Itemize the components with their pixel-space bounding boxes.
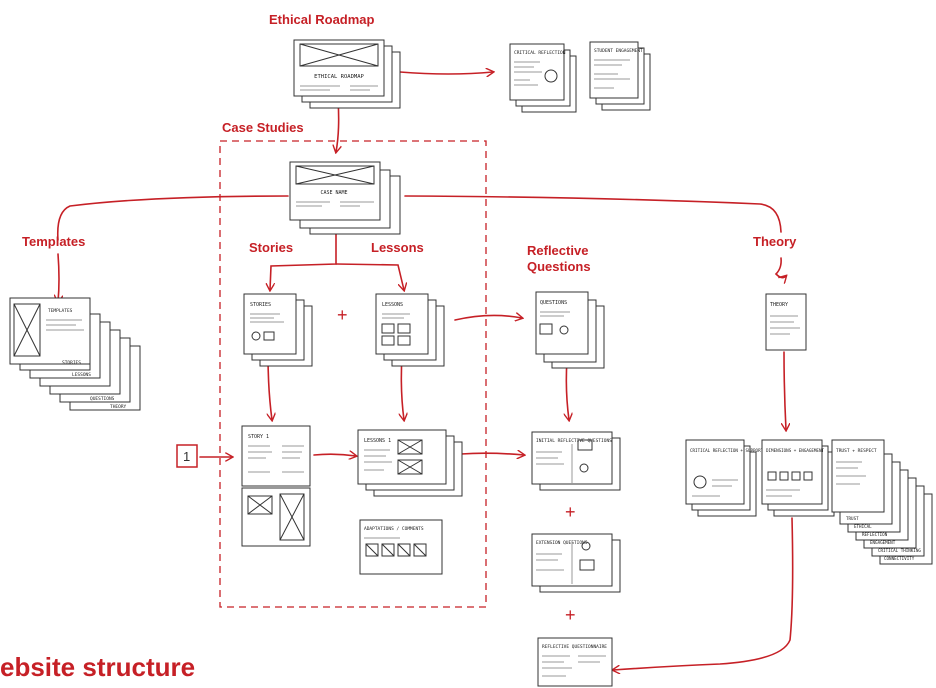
story-detail-text: STORY 1 xyxy=(248,434,269,440)
templates-tab-2: STORIES xyxy=(62,360,81,366)
ethical-roadmap-label: Ethical Roadmap xyxy=(269,12,374,28)
questions-down-arrow xyxy=(566,360,569,420)
case-studies-label: Case Studies xyxy=(222,120,304,136)
case-cover-text: CASE NAME xyxy=(320,190,347,196)
theory-card-2-stack: DIMENSIONS + ENGAGEMENT xyxy=(762,440,834,516)
templates-tab-4: QUESTIONS xyxy=(90,396,115,402)
roadmap-to-reflection-arrow xyxy=(400,72,493,74)
theory-to-questionnaire-connector xyxy=(613,518,793,670)
theory-label-hook xyxy=(776,258,786,278)
page-heading: ebsite structure xyxy=(0,652,195,683)
theory-card-2-text: DIMENSIONS + ENGAGEMENT xyxy=(766,448,824,453)
questions-stack-text: QUESTIONS xyxy=(540,300,567,306)
extension-questions-text: EXTENSION QUESTIONS xyxy=(536,540,588,546)
templates-tab-3: LESSONS xyxy=(72,372,91,378)
lessons-label: Lessons xyxy=(371,240,424,256)
student-engagement-text: STUDENT ENGAGEMENT xyxy=(594,48,643,54)
theory-tab-3: REFLECTION xyxy=(862,532,888,537)
stories-stack-text: STORIES xyxy=(250,302,271,308)
theory-stack-text: THEORY xyxy=(770,302,788,308)
case-cover-stack: CASE NAME xyxy=(290,162,400,234)
templates-stack: TEMPLATES STORIES LESSONS QUESTIONS THEO… xyxy=(10,298,140,410)
reflection-stack: CRITICAL REFLECTION xyxy=(510,44,576,112)
extension-questions-stack: EXTENSION QUESTIONS xyxy=(532,534,620,592)
theory-stack: THEORY xyxy=(766,294,806,350)
case-to-theory-connector xyxy=(405,196,781,232)
story-detail-sheets: STORY 1 xyxy=(242,426,310,546)
initial-questions-stack: INITIAL REFLECTIVE QUESTIONS xyxy=(532,432,620,490)
templates-down-arrow xyxy=(58,254,59,302)
theory-card-3-stack: TRUST + RESPECT TRUST ETHICAL REFLECTION… xyxy=(832,440,932,564)
roadmap-cover-text: ETHICAL ROADMAP xyxy=(314,74,364,80)
adaptations-text: ADAPTATIONS / COMMENTS xyxy=(364,526,424,532)
theory-label: Theory xyxy=(753,234,796,250)
reflective-questions-label: Reflective Questions xyxy=(527,243,602,276)
theory-tab-2: ETHICAL xyxy=(854,524,872,529)
case-to-lessons-line xyxy=(336,264,404,290)
initial-questions-text: INITIAL REFLECTIVE QUESTIONS xyxy=(536,438,612,444)
theory-tab-6: CONNECTIVITY xyxy=(884,556,915,561)
stories-label: Stories xyxy=(249,240,293,256)
adaptations-sheet: ADAPTATIONS / COMMENTS xyxy=(360,520,442,574)
reflective-questionnaire-sheet: REFLECTIVE QUESTIONNAIRE xyxy=(538,638,612,686)
connectors xyxy=(58,72,793,670)
theory-tab-4: ENGAGEMENT xyxy=(870,540,896,545)
lessons-stack: LESSONS xyxy=(376,294,444,366)
case-to-templates-connector xyxy=(58,196,288,240)
step-number: 1 xyxy=(183,449,190,465)
theory-down-arrow xyxy=(784,352,786,430)
plus-sign: + xyxy=(565,501,576,524)
theory-card-3-text: TRUST + RESPECT xyxy=(836,448,877,454)
reflective-questionnaire-text: REFLECTIVE QUESTIONNAIRE xyxy=(542,644,607,650)
critical-reflection-text: CRITICAL REFLECTION xyxy=(514,50,566,56)
templates-label: Templates xyxy=(22,234,85,250)
engagement-stack: STUDENT ENGAGEMENT xyxy=(590,42,650,110)
plus-sign: + xyxy=(565,604,576,627)
questions-stack: QUESTIONS xyxy=(536,292,604,368)
templates-tab-1: TEMPLATES xyxy=(48,308,73,314)
stories-stack: STORIES xyxy=(244,294,312,366)
story-to-lesson-arrow xyxy=(314,454,356,456)
plus-sign: + xyxy=(337,304,348,327)
lessons-to-questions-arrow xyxy=(455,315,522,320)
lesson-to-initial-arrow xyxy=(461,453,524,455)
roadmap-stack: ETHICAL ROADMAP xyxy=(294,40,400,108)
templates-tab-5: THEORY xyxy=(110,404,127,410)
lesson-detail-stack: LESSONS 1 xyxy=(358,430,462,496)
lessons-stack-text: LESSONS xyxy=(382,302,403,308)
theory-tab-1: TRUST xyxy=(846,516,859,521)
theory-tab-5: CRITICAL THINKING xyxy=(878,548,921,553)
lesson-detail-text: LESSONS 1 xyxy=(364,438,391,444)
